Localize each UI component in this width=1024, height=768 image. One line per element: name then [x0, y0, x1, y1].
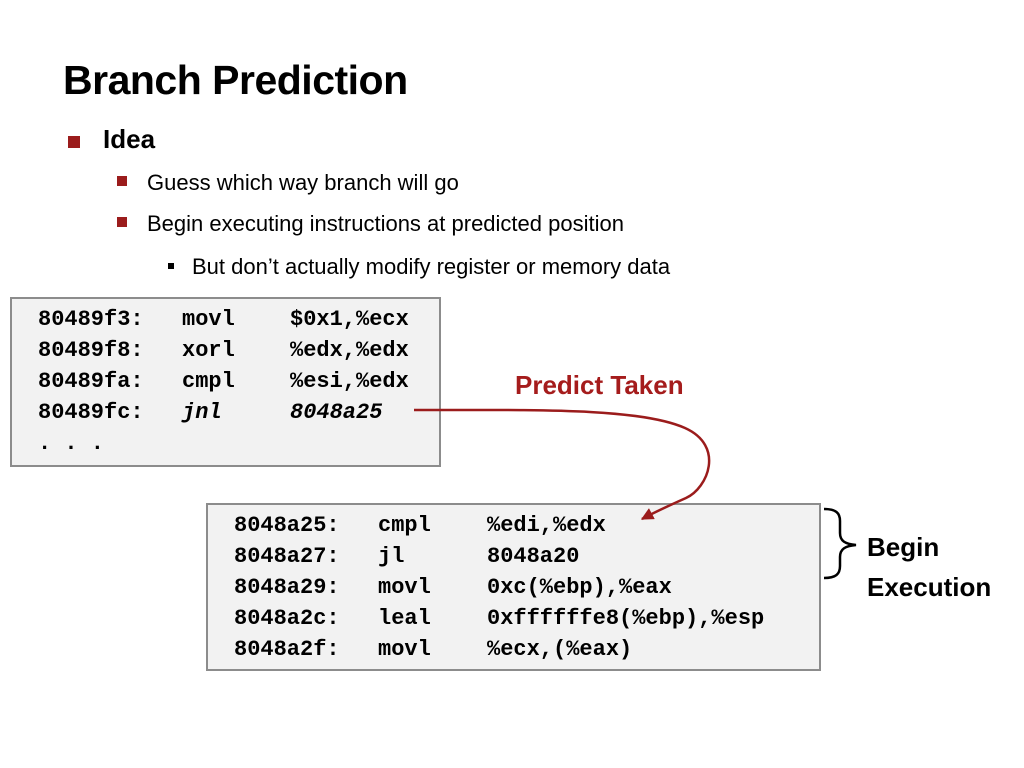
code-opcode: jl — [378, 544, 405, 569]
code-opcode: movl — [378, 575, 431, 600]
code-line-ellipsis: . . . — [12, 428, 432, 459]
code-address: 80489f3: — [38, 307, 144, 332]
bullet-text: Idea — [103, 124, 156, 154]
code-line: 80489f3: movl $0x1,%ecx — [12, 304, 432, 335]
bullet-text: Guess which way branch will go — [147, 170, 459, 195]
code-operands: %edx,%edx — [290, 338, 409, 363]
code-operands: $0x1,%ecx — [290, 307, 409, 332]
code-address: 8048a25: — [234, 513, 340, 538]
code-line: 8048a29: movl 0xc(%ebp),%eax — [208, 572, 808, 603]
code-address: 8048a2f: — [234, 637, 340, 662]
code-operands: 8048a20 — [487, 544, 580, 569]
square-bullet-icon — [168, 263, 174, 269]
code-opcode: jnl — [182, 400, 222, 425]
begin-execution-line: Execution — [867, 572, 992, 602]
code-address: 8048a27: — [234, 544, 340, 569]
begin-execution-line: Begin — [867, 532, 940, 562]
code-block-branch: 80489f3: movl $0x1,%ecx 80489f8: xorl %e… — [10, 297, 441, 467]
code-opcode: cmpl — [378, 513, 431, 538]
bullet-text: Begin executing instructions at predicte… — [147, 211, 624, 236]
square-bullet-icon — [117, 176, 127, 186]
code-line: 80489f8: xorl %edx,%edx — [12, 335, 432, 366]
code-opcode: movl — [378, 637, 431, 662]
code-opcode: leal — [378, 606, 431, 631]
code-operands: %edi,%edx — [487, 513, 606, 538]
code-operands: 0xffffffe8(%ebp),%esp — [487, 606, 765, 631]
predict-taken-label: Predict Taken — [515, 370, 684, 400]
code-block-target: 8048a25: cmpl %edi,%edx 8048a27: jl 8048… — [206, 503, 821, 671]
right-brace-icon — [823, 507, 857, 580]
square-bullet-icon — [117, 217, 127, 227]
code-address: 80489fa: — [38, 369, 144, 394]
code-line: 8048a2f: movl %ecx,(%eax) — [208, 634, 808, 665]
code-line: 8048a2c: leal 0xffffffe8(%ebp),%esp — [208, 603, 808, 634]
slide-title: Branch Prediction — [63, 57, 408, 103]
begin-execution-label: Begin Execution — [867, 527, 991, 607]
code-opcode: cmpl — [182, 369, 235, 394]
code-operands: %ecx,(%eax) — [487, 637, 633, 662]
code-operands: %esi,%edx — [290, 369, 409, 394]
code-line-branch: 80489fc: jnl 8048a25 — [12, 397, 432, 428]
code-line: 8048a25: cmpl %edi,%edx — [208, 510, 808, 541]
code-opcode: movl — [182, 307, 235, 332]
code-ellipsis: . . . — [38, 431, 105, 456]
code-line: 80489fa: cmpl %esi,%edx — [12, 366, 432, 397]
code-address: 80489fc: — [38, 400, 144, 425]
code-opcode: xorl — [182, 338, 235, 363]
code-operands: 8048a25 — [290, 400, 383, 425]
code-address: 80489f8: — [38, 338, 144, 363]
code-address: 8048a29: — [234, 575, 340, 600]
code-operands: 0xc(%ebp),%eax — [487, 575, 672, 600]
bullet-text: But don’t actually modify register or me… — [192, 254, 671, 279]
code-line: 8048a27: jl 8048a20 — [208, 541, 808, 572]
code-address: 8048a2c: — [234, 606, 340, 631]
square-bullet-icon — [68, 136, 80, 148]
